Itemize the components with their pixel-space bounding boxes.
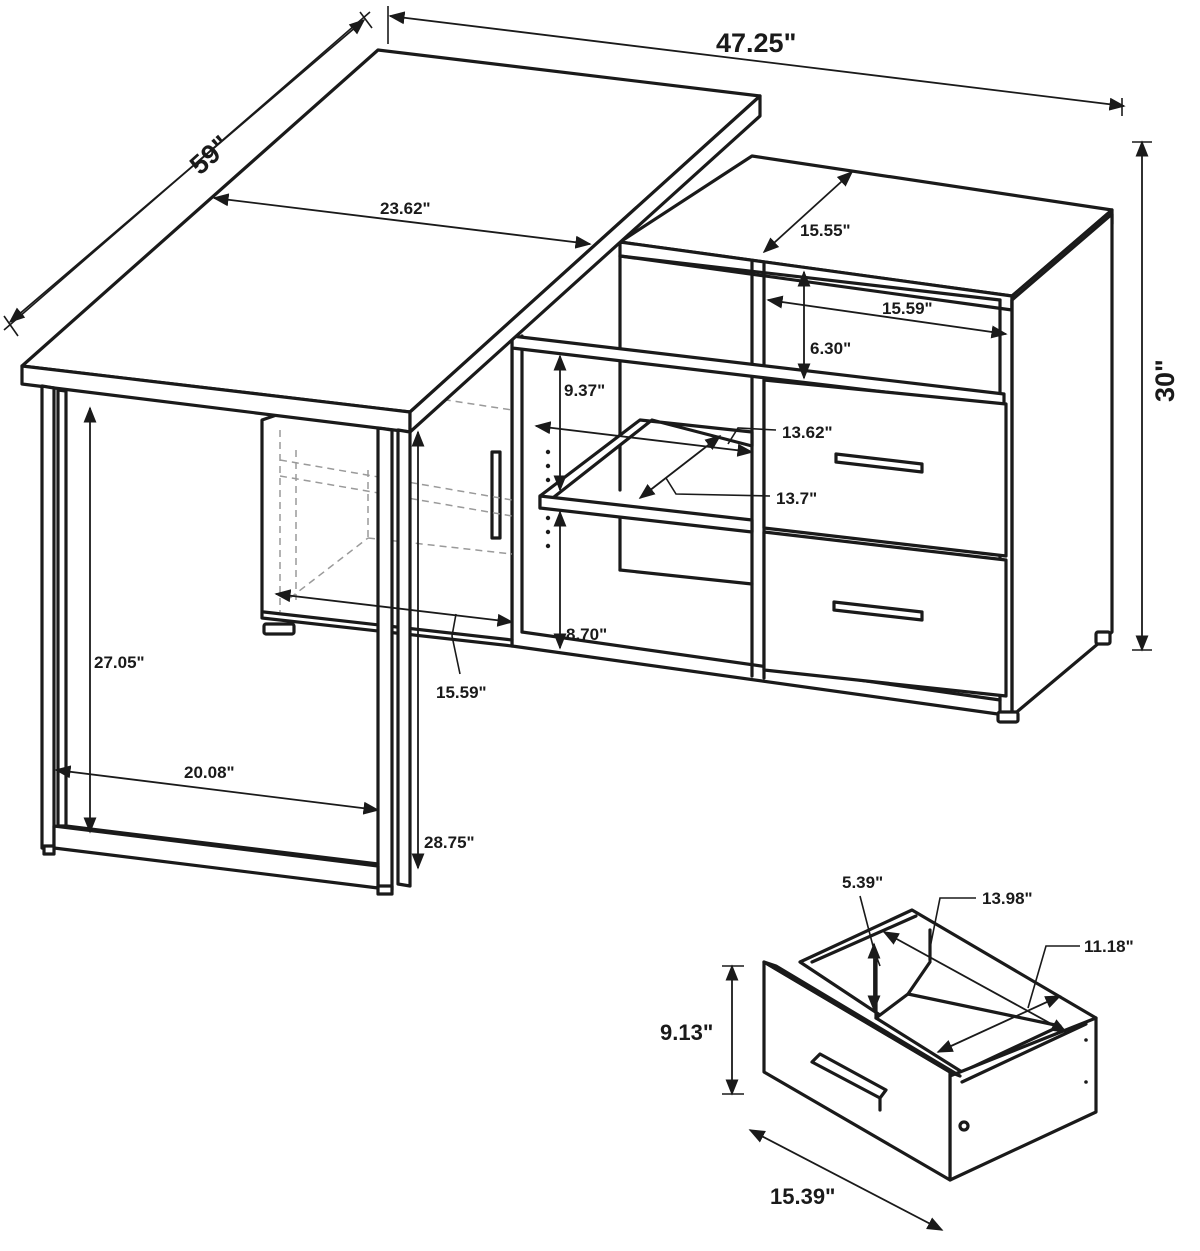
desk-top-and-leg	[20, 48, 762, 896]
dim-shelf-gap-lower: 8.70"	[566, 625, 607, 644]
dim-shelf-width: 13.7"	[776, 489, 817, 508]
drawer-handle-icon	[810, 1052, 888, 1112]
dim-drawer-inner-depth: 13.98"	[982, 889, 1033, 908]
dim-top-cubby-width: 15.59"	[882, 299, 933, 318]
dim-cabinet-depth: 15.59"	[436, 683, 487, 702]
dim-drawer-inner-width: 11.18"	[1084, 937, 1134, 956]
dim-overall-height: 30"	[1150, 359, 1180, 402]
dim-drawer-inner-height: 5.39"	[842, 873, 883, 892]
dim-top-cubby-height: 6.30"	[810, 339, 851, 358]
dim-top-shelf-width: 15.55"	[800, 221, 851, 240]
lower-drawer	[762, 530, 1008, 698]
dim-drawer-front-height: 9.13"	[660, 1020, 713, 1045]
dim-shelf-depth: 13.62"	[782, 423, 833, 442]
drawer-handle-icon	[832, 600, 924, 622]
door-handle-icon	[490, 450, 502, 540]
dim-desktop-height: 28.75"	[424, 833, 475, 852]
dim-shelf-gap-upper: 9.37"	[564, 381, 605, 400]
dimension-lines	[3, 6, 1152, 870]
dim-drawer-front-width: 15.39"	[770, 1184, 835, 1209]
dim-knee-clearance: 27.05"	[94, 653, 145, 672]
drawer-handle-icon	[834, 452, 924, 474]
dim-desktop-depth: 23.62"	[380, 199, 431, 218]
dim-leg-span: 20.08"	[184, 763, 235, 782]
dimension-labels: 47.25" 59" 30" 23.62" 15.55" 15.59" 6.30…	[94, 28, 1180, 1209]
drawer-detail	[722, 895, 1098, 1231]
dim-overall-width: 47.25"	[716, 28, 796, 58]
